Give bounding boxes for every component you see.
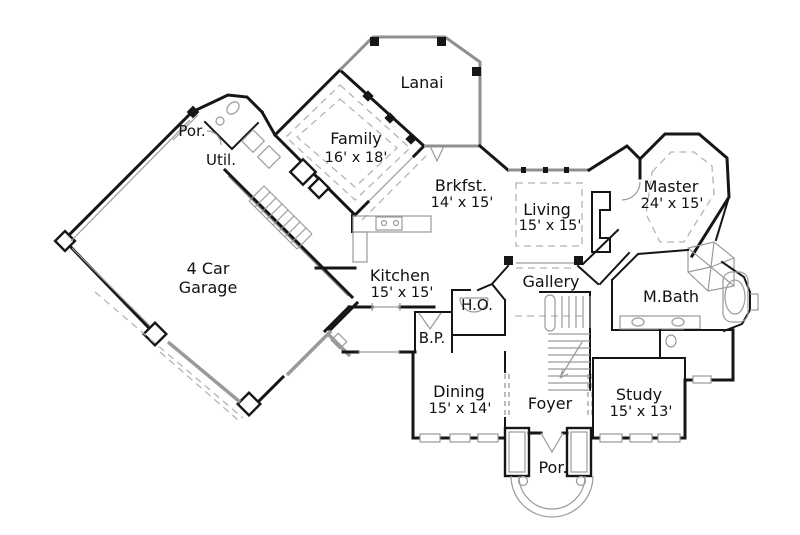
room-label-ho: H.O. bbox=[461, 296, 493, 314]
room-label-dining: Dining bbox=[433, 382, 485, 401]
room-label-foyer: Foyer bbox=[528, 394, 573, 413]
room-dims-master: 24' x 15' bbox=[641, 196, 704, 212]
room-label-bp: B.P. bbox=[419, 329, 446, 347]
room-label-mbath: M.Bath bbox=[643, 287, 699, 306]
room-label-family: Family bbox=[330, 129, 381, 148]
gallery-block-walls bbox=[414, 264, 600, 353]
room-label-garage-line1: 4 Car bbox=[187, 259, 230, 278]
master-suite-walls bbox=[581, 132, 759, 333]
room-label-lanai: Lanai bbox=[400, 73, 443, 92]
room-label-master: Master bbox=[644, 177, 699, 196]
room-dims-kitchen: 15' x 15' bbox=[371, 285, 434, 301]
room-label-gallery: Gallery bbox=[523, 272, 580, 291]
living-breakfast-walls bbox=[477, 143, 643, 269]
room-label-garage-line2: Garage bbox=[179, 278, 238, 297]
room-label-por-bottom: Por. bbox=[538, 458, 567, 477]
room-label-por-top: Por. bbox=[178, 122, 205, 140]
room-dims-dining: 15' x 14' bbox=[429, 401, 492, 417]
room-dims-brkfst: 14' x 15' bbox=[431, 195, 494, 211]
room-label-brkfst: Brkfst. bbox=[435, 176, 487, 195]
dining-foyer-walls bbox=[411, 291, 594, 518]
room-dims-study: 15' x 13' bbox=[610, 404, 673, 420]
study-wing-walls bbox=[591, 328, 735, 443]
room-label-study: Study bbox=[616, 385, 662, 404]
room-label-util: Util. bbox=[206, 151, 236, 169]
room-label-kitchen: Kitchen bbox=[370, 266, 430, 285]
family-room-walls bbox=[272, 67, 431, 221]
room-dims-living: 15' x 15' bbox=[519, 218, 582, 234]
lanai-walls bbox=[338, 35, 482, 163]
room-label-living: Living bbox=[523, 200, 571, 219]
utility-block-walls bbox=[172, 93, 357, 270]
room-dims-family: 16' x 18' bbox=[325, 150, 388, 166]
room-labels: Lanai Family 16' x 18' Por. Util. 4 Car … bbox=[178, 73, 703, 477]
